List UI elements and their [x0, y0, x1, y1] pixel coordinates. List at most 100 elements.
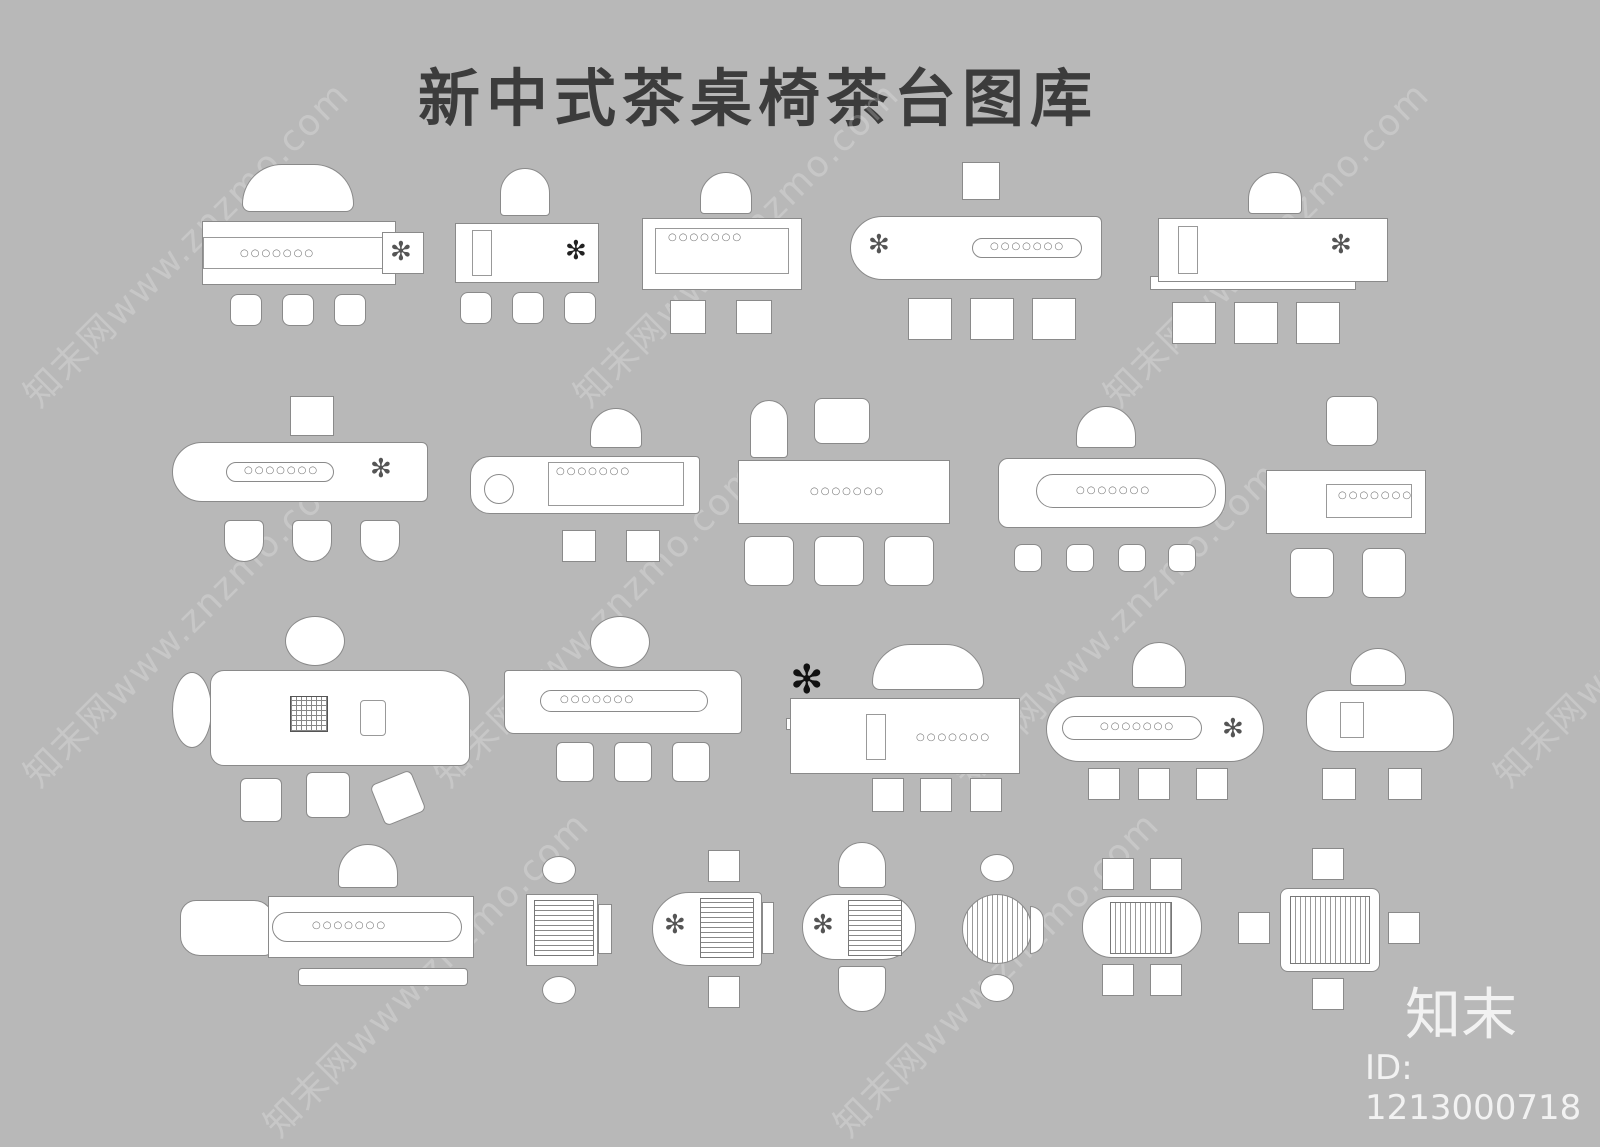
tea-tray — [866, 714, 886, 760]
stool — [282, 294, 314, 326]
stool — [564, 292, 596, 324]
tea-table — [1158, 218, 1388, 282]
watermark: 知末网www.znzmo.com — [1486, 453, 1600, 796]
armchair — [1290, 548, 1334, 598]
sofa-back — [242, 164, 354, 212]
armchair — [338, 844, 398, 888]
tea-table — [738, 460, 950, 524]
stool — [1150, 858, 1182, 890]
armchair — [240, 778, 282, 822]
table-inset — [226, 462, 334, 482]
table-inset — [548, 462, 684, 506]
tea-cup-row-icon: ○○○○○○○ — [560, 694, 636, 705]
tea-tray — [1290, 896, 1370, 964]
plant-icon: ✻ — [868, 230, 890, 260]
armchair — [1032, 298, 1076, 340]
armchair — [838, 842, 886, 888]
asset-id: ID: 1213000718 — [1365, 1048, 1582, 1128]
side-table — [180, 900, 274, 956]
armchair — [224, 520, 264, 562]
stool — [460, 292, 492, 324]
side-cabinet — [762, 902, 774, 954]
tea-cup-row-icon: ○○○○○○○ — [668, 232, 744, 243]
table-inset — [540, 690, 708, 712]
plant-icon: ✻ — [390, 237, 412, 267]
table-inset — [655, 228, 789, 274]
armchair — [306, 772, 350, 818]
tea-cup-row-icon: ○○○○○○○ — [1100, 721, 1176, 732]
plant-icon: ✻ — [565, 236, 587, 266]
armchair — [1172, 302, 1216, 344]
armchair — [970, 298, 1014, 340]
fan-tray — [172, 672, 212, 748]
brand-logo: 知末 — [1405, 983, 1517, 1048]
armchair — [1326, 396, 1378, 446]
tea-cup-row-icon: ○○○○○○○ — [240, 248, 316, 259]
armchair — [1132, 642, 1186, 688]
armchair — [285, 616, 345, 666]
round-stool — [542, 976, 576, 1004]
stool — [872, 778, 904, 812]
stool — [1150, 964, 1182, 996]
tea-cup-row-icon: ○○○○○○○ — [312, 920, 388, 931]
stool — [1168, 544, 1196, 572]
plant-tray — [382, 232, 424, 274]
armchair — [556, 742, 594, 782]
stool — [708, 976, 740, 1008]
tea-tray — [1340, 702, 1364, 738]
tea-tray — [472, 230, 492, 276]
stool — [1088, 768, 1120, 800]
armchair — [884, 536, 934, 586]
stool — [1388, 912, 1420, 944]
tea-tray — [1110, 902, 1172, 954]
armchair — [744, 536, 794, 586]
plant-icon: ✻ — [664, 910, 686, 940]
armchair — [500, 168, 550, 216]
tea-cup-row-icon: ○○○○○○○ — [1076, 485, 1152, 496]
stool — [626, 530, 660, 562]
armchair — [1296, 302, 1340, 344]
stool — [334, 294, 366, 326]
armchair — [962, 162, 1000, 200]
plant-icon: ✻ — [370, 454, 392, 484]
armchair — [1248, 172, 1302, 214]
stool — [1322, 768, 1356, 800]
stool — [1388, 768, 1422, 800]
tea-table — [210, 670, 470, 766]
armchair — [838, 966, 886, 1012]
tea-table — [1266, 470, 1426, 534]
bonsai-icon: ✻ — [790, 657, 824, 703]
table-inset — [1062, 716, 1202, 740]
stool — [708, 850, 740, 882]
armchair — [590, 408, 642, 448]
table-inset — [972, 238, 1082, 258]
armchair — [369, 769, 427, 827]
armchair — [700, 172, 752, 214]
tea-cup-row-icon: ○○○○○○○ — [244, 465, 320, 476]
armchair — [1076, 406, 1136, 448]
page-title: 新中式茶桌椅茶台图库 — [418, 62, 1099, 135]
stool — [970, 778, 1002, 812]
stool — [230, 294, 262, 326]
table-inset — [272, 912, 462, 942]
tea-table — [202, 221, 396, 285]
armchair — [814, 398, 870, 444]
tea-cup-row-icon: ○○○○○○○ — [1338, 490, 1414, 501]
armchair — [292, 520, 332, 562]
tea-table — [455, 223, 599, 283]
tea-tray — [360, 700, 386, 736]
tea-cup-row-icon: ○○○○○○○ — [990, 241, 1066, 252]
round-stool — [980, 854, 1014, 882]
armchair — [1350, 648, 1406, 686]
armchair — [908, 298, 952, 340]
plant-icon: ✻ — [1222, 714, 1244, 744]
side-cabinet — [1030, 906, 1044, 954]
stool — [512, 292, 544, 324]
stool — [670, 300, 706, 334]
go-board — [290, 696, 328, 732]
side-cabinet — [598, 904, 612, 954]
tea-tray — [1178, 226, 1198, 274]
tea-cup-row-icon: ○○○○○○○ — [810, 486, 886, 497]
armchair — [360, 520, 400, 562]
stool — [1014, 544, 1042, 572]
